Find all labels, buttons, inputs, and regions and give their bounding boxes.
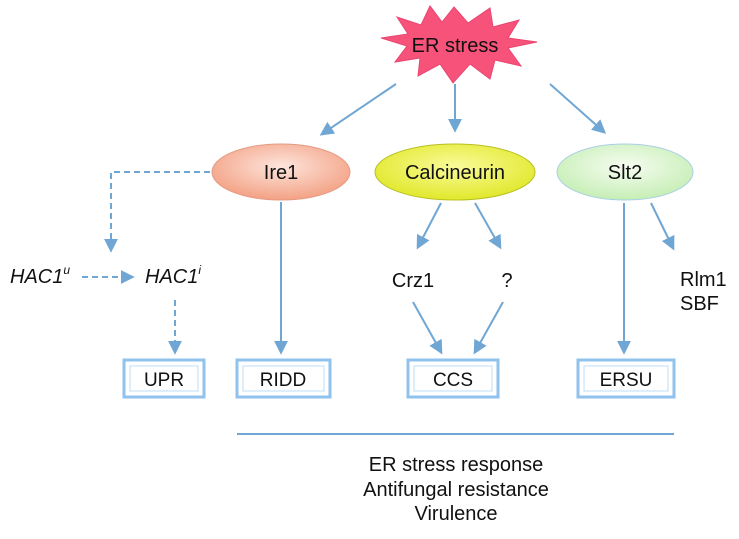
outcome-antifungal-resistance: Antifungal resistance <box>363 479 549 501</box>
upr-label: UPR <box>144 370 184 391</box>
unknown-factor-label: ? <box>501 270 512 292</box>
ridd-label: RIDD <box>260 370 306 391</box>
dashed-ire1-to-hac1i <box>104 171 210 253</box>
ersu-box: ERSU <box>576 358 676 399</box>
er-stress-burst <box>380 5 538 84</box>
ccs-label: CCS <box>433 370 473 391</box>
hac1u-label: HAC1u <box>10 263 70 288</box>
arrow-unknown-to-ccs <box>473 301 504 355</box>
sbf-label: SBF <box>680 293 719 315</box>
hac1i-label: HAC1i <box>145 263 201 288</box>
hac1u-base: HAC1 <box>10 266 63 288</box>
ire1-label: Ire1 <box>264 162 298 184</box>
arrow-calcineurin-to-crz1 <box>416 202 442 250</box>
arrow-crz1-to-ccs <box>412 301 443 355</box>
arrow-slt2-to-rlm1 <box>650 202 675 251</box>
ccs-box: CCS <box>406 358 500 399</box>
upr-box: UPR <box>122 358 206 399</box>
slt2-node <box>556 143 694 201</box>
hac1i-sup: i <box>198 263 201 277</box>
outcome-virulence: Virulence <box>414 503 497 525</box>
calcineurin-node <box>374 143 536 201</box>
hac1u-sup: u <box>63 263 70 277</box>
ridd-box: RIDD <box>235 358 332 399</box>
arrow-calcineurin-to-unknown <box>474 202 502 250</box>
hac1i-base: HAC1 <box>145 266 198 288</box>
er-stress-label: ER stress <box>412 35 499 57</box>
calcineurin-label: Calcineurin <box>405 162 505 184</box>
ire1-node <box>211 143 351 201</box>
arrow-stress-to-slt2 <box>549 83 607 134</box>
ersu-label: ERSU <box>600 370 653 391</box>
slt2-label: Slt2 <box>608 162 642 184</box>
outcome-er-stress-response: ER stress response <box>369 454 544 476</box>
crz1-label: Crz1 <box>392 270 434 292</box>
arrow-stress-to-ire1 <box>319 83 397 136</box>
rlm1-label: Rlm1 <box>680 269 727 291</box>
